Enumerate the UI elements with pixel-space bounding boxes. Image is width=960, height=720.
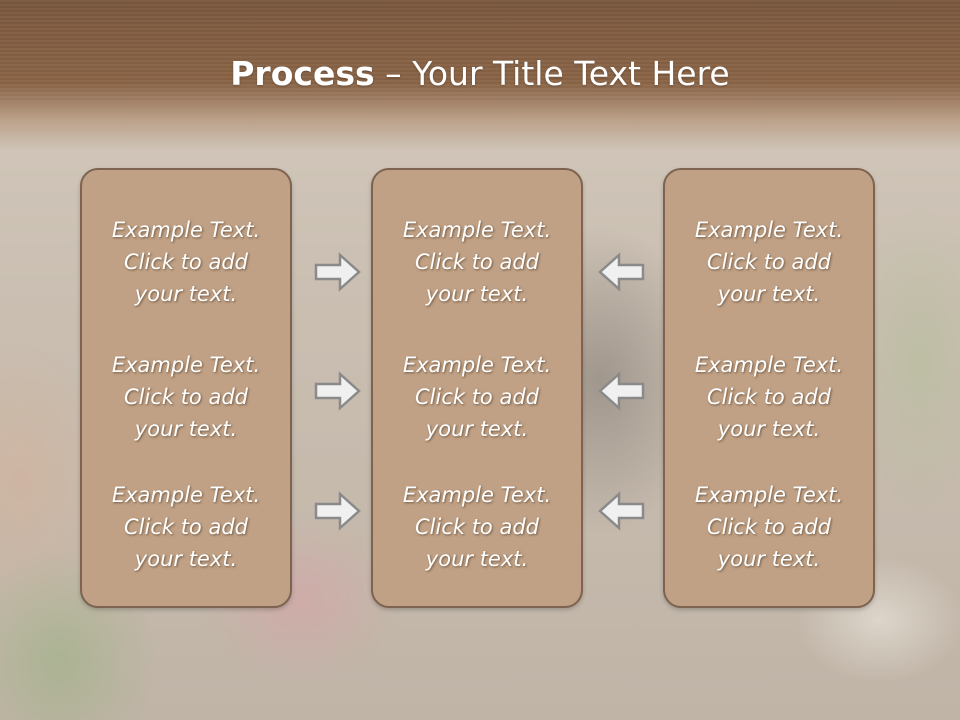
text-line: Example Text. [694, 483, 844, 507]
text-placeholder[interactable]: Example Text. Click to add your text. [82, 349, 290, 445]
title-band [0, 0, 960, 150]
text-placeholder[interactable]: Example Text. Click to add your text. [82, 479, 290, 575]
text-line: Example Text. [402, 218, 552, 242]
title-bold-part: Process [230, 54, 375, 93]
text-placeholder[interactable]: Example Text. Click to add your text. [665, 479, 873, 575]
text-line: Click to add [123, 385, 248, 409]
text-placeholder[interactable]: Example Text. Click to add your text. [665, 214, 873, 310]
arrow-left-icon[interactable] [597, 252, 645, 292]
text-line: Example Text. [111, 353, 261, 377]
text-line: your text. [425, 547, 529, 571]
process-box-right[interactable]: Example Text. Click to add your text. Ex… [663, 168, 875, 608]
text-placeholder[interactable]: Example Text. Click to add your text. [373, 349, 581, 445]
text-line: your text. [425, 282, 529, 306]
text-placeholder[interactable]: Example Text. Click to add your text. [373, 479, 581, 575]
arrow-right-icon[interactable] [314, 491, 362, 531]
text-line: Example Text. [111, 483, 261, 507]
text-line: Click to add [414, 515, 539, 539]
text-line: Click to add [706, 250, 831, 274]
process-box-left[interactable]: Example Text. Click to add your text. Ex… [80, 168, 292, 608]
text-placeholder[interactable]: Example Text. Click to add your text. [665, 349, 873, 445]
text-line: Click to add [414, 385, 539, 409]
slide-title[interactable]: Process – Your Title Text Here [0, 52, 960, 96]
text-line: Click to add [123, 515, 248, 539]
text-placeholder[interactable]: Example Text. Click to add your text. [373, 214, 581, 310]
text-line: your text. [425, 417, 529, 441]
text-line: Example Text. [402, 483, 552, 507]
arrow-right-icon[interactable] [314, 371, 362, 411]
title-rest-part: – Your Title Text Here [374, 54, 730, 93]
text-line: Click to add [414, 250, 539, 274]
text-line: Click to add [706, 515, 831, 539]
text-line: your text. [134, 547, 238, 571]
text-line: Click to add [706, 385, 831, 409]
text-line: Example Text. [694, 353, 844, 377]
text-placeholder[interactable]: Example Text. Click to add your text. [82, 214, 290, 310]
text-line: your text. [134, 417, 238, 441]
text-line: Click to add [123, 250, 248, 274]
process-box-middle[interactable]: Example Text. Click to add your text. Ex… [371, 168, 583, 608]
arrow-left-icon[interactable] [597, 371, 645, 411]
arrow-left-icon[interactable] [597, 491, 645, 531]
text-line: Example Text. [111, 218, 261, 242]
text-line: your text. [134, 282, 238, 306]
text-line: your text. [717, 417, 821, 441]
text-line: your text. [717, 282, 821, 306]
text-line: Example Text. [694, 218, 844, 242]
text-line: your text. [717, 547, 821, 571]
text-line: Example Text. [402, 353, 552, 377]
arrow-right-icon[interactable] [314, 252, 362, 292]
